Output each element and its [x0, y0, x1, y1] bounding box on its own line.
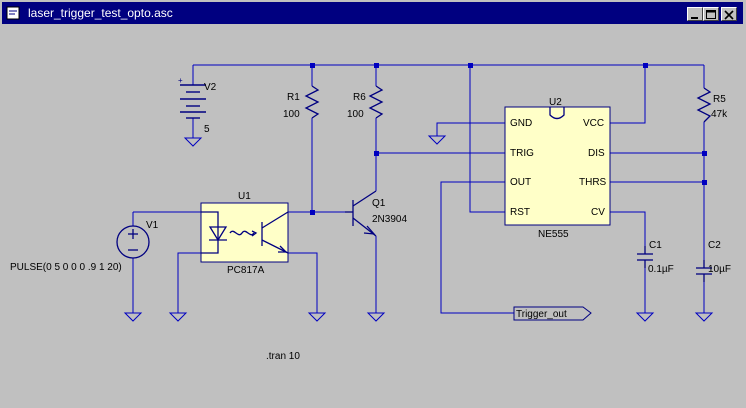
c1-value: 0.1µF — [648, 264, 674, 275]
pin-vcc: VCC — [583, 118, 605, 129]
spice-directive[interactable]: .tran 10 — [266, 351, 300, 362]
close-icon — [724, 10, 734, 20]
net-label-outline — [513, 306, 592, 321]
ground-symbols — [123, 135, 714, 322]
c2-value: 10µF — [708, 264, 731, 275]
title-bar[interactable]: laser_trigger_test_opto.asc — [2, 2, 743, 24]
pin-dis: DIS — [588, 148, 605, 159]
r6-value: 100 — [347, 109, 364, 120]
maximize-button[interactable] — [703, 7, 719, 21]
v1-value: PULSE(0 5 0 0 0 .9 1 20) — [10, 262, 122, 273]
u1-model: PC817A — [227, 265, 265, 276]
c1-label: C1 — [649, 240, 662, 251]
junctions — [310, 63, 707, 215]
wires — [132, 64, 705, 314]
capacitor-symbols[interactable] — [637, 246, 712, 282]
c2-label: C2 — [708, 240, 721, 251]
r1-value: 100 — [283, 109, 300, 120]
pin-gnd: GND — [510, 118, 533, 129]
window-title: laser_trigger_test_opto.asc — [28, 6, 173, 20]
u2-label: U2 — [549, 97, 562, 108]
transistor-q1-symbol[interactable] — [345, 190, 377, 237]
battery-v2-symbol[interactable]: + — [178, 76, 206, 119]
v2-label: V2 — [204, 82, 217, 93]
q1-model: 2N3904 — [372, 214, 408, 225]
q1-label: Q1 — [372, 198, 386, 209]
minimize-button[interactable] — [687, 7, 703, 21]
pin-rst: RST — [510, 207, 530, 218]
pin-thrs: THRS — [579, 177, 607, 188]
schematic-drawing: + — [116, 63, 714, 322]
v1-label: V1 — [146, 220, 159, 231]
pulse-source-v1-symbol[interactable] — [116, 225, 150, 259]
optocoupler-u1-symbol[interactable] — [200, 202, 289, 263]
maximize-icon — [706, 10, 716, 19]
r5-label: R5 — [713, 94, 726, 105]
u1-label: U1 — [238, 191, 251, 202]
minimize-icon — [691, 17, 698, 19]
pin-trig: TRIG — [510, 148, 534, 159]
net-label-trigger-out[interactable]: Trigger_out — [516, 309, 567, 320]
ne555-u2-symbol[interactable] — [504, 106, 611, 226]
v2-value: 5 — [204, 124, 210, 135]
resistor-symbols[interactable] — [304, 85, 712, 123]
pin-cv: CV — [591, 207, 605, 218]
r1-label: R1 — [287, 92, 300, 103]
close-button[interactable] — [721, 7, 737, 21]
r5-value: 47k — [711, 109, 728, 120]
svg-text:+: + — [178, 76, 183, 85]
pin-out: OUT — [510, 177, 532, 188]
schematic-canvas[interactable]: + — [4, 26, 742, 404]
ne555-model: NE555 — [538, 229, 569, 240]
schematic-document-icon — [6, 6, 20, 20]
r6-label: R6 — [353, 92, 366, 103]
